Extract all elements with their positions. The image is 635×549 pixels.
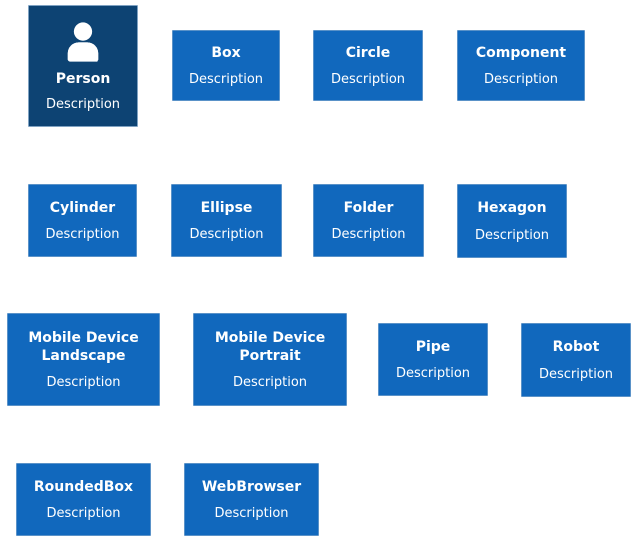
element-title: Folder xyxy=(343,199,394,216)
element-mobile-device-landscape[interactable]: Mobile Device Landscape Description xyxy=(7,313,160,406)
element-description: Description xyxy=(45,227,120,243)
element-person[interactable]: Person Description xyxy=(28,5,138,127)
element-description: Description xyxy=(214,506,289,522)
element-description: Description xyxy=(45,96,121,112)
element-component[interactable]: Component Description xyxy=(457,30,585,101)
element-box[interactable]: Box Description xyxy=(172,30,280,101)
element-description: Description xyxy=(232,375,308,391)
element-mobile-device-portrait[interactable]: Mobile Device Portrait Description xyxy=(193,313,347,406)
element-title: Pipe xyxy=(415,338,451,355)
element-hexagon[interactable]: Hexagon Description xyxy=(457,184,567,258)
element-description: Description xyxy=(330,71,406,87)
element-title: Robot xyxy=(552,339,600,356)
element-robot[interactable]: Robot Description xyxy=(521,323,631,397)
element-title: Hexagon xyxy=(477,200,547,217)
element-description: Description xyxy=(331,227,406,243)
element-description: Description xyxy=(189,227,264,243)
element-description: Description xyxy=(188,71,264,87)
element-title: Mobile Device Landscape xyxy=(28,329,139,364)
element-circle[interactable]: Circle Description xyxy=(313,30,423,101)
element-title: Box xyxy=(211,45,241,62)
person-icon xyxy=(62,22,104,63)
element-cylinder[interactable]: Cylinder Description xyxy=(28,184,137,257)
element-title: Ellipse xyxy=(200,199,253,216)
element-title: WebBrowser xyxy=(201,478,302,495)
element-pipe[interactable]: Pipe Description xyxy=(378,323,488,396)
element-title: Person xyxy=(55,71,111,88)
element-webbrowser[interactable]: WebBrowser Description xyxy=(184,463,319,536)
element-title: Mobile Device Portrait xyxy=(214,329,326,364)
element-title: Circle xyxy=(345,45,391,62)
element-description: Description xyxy=(46,375,121,391)
element-folder[interactable]: Folder Description xyxy=(313,184,424,257)
element-roundedbox[interactable]: RoundedBox Description xyxy=(16,463,151,536)
element-description: Description xyxy=(474,227,550,243)
element-description: Description xyxy=(46,506,121,522)
element-description: Description xyxy=(538,366,614,382)
element-description: Description xyxy=(395,366,471,382)
element-title: Component xyxy=(475,45,567,62)
element-title: Cylinder xyxy=(49,199,116,216)
element-description: Description xyxy=(483,71,559,87)
element-title: RoundedBox xyxy=(33,478,134,495)
element-ellipse[interactable]: Ellipse Description xyxy=(171,184,282,257)
